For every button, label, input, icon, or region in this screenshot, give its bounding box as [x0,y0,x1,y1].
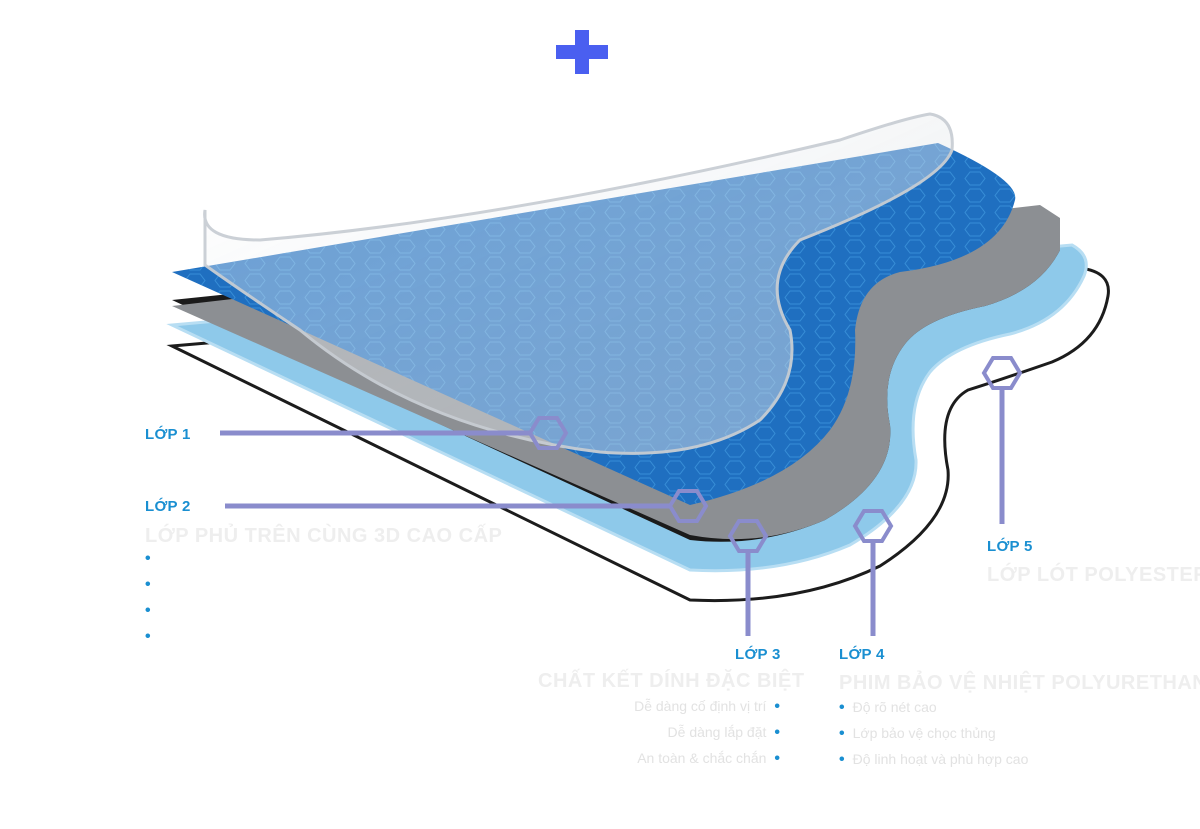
layer-3-title: CHẤT KẾT DÍNH ĐẶC BIỆT [538,670,805,692]
connector-layer-3 [727,519,769,636]
list-item: An toàn & chắc chắn• [637,750,780,767]
layer-3-label: LỚP 3 [735,646,781,663]
connector-layer-5 [981,356,1023,524]
layer-1-label: LỚP 1 [145,426,191,443]
hexagon-icon [667,489,709,523]
layer-2-label: LỚP 2 [145,498,191,515]
hexagon-icon [852,509,894,543]
layer-3-bullets: Dễ dàng cố định vị trí• Dễ dàng lắp đặt•… [634,693,780,771]
hexagon-icon [981,356,1023,390]
connector-layer-4 [852,509,894,636]
layer-4-bullets: •Độ rõ nét cao •Lớp bảo vệ chọc thủng •Đ… [839,694,1028,772]
hexagon-icon [727,519,769,553]
layer-5-title: LỚP LÓT POLYESTER [987,564,1200,586]
layer-1-bullets: • • • • [145,545,159,649]
top-protective-film [203,112,954,455]
list-item: • [145,550,151,567]
list-item: Dễ dàng cố định vị trí• [634,698,780,715]
layer-1-title: LỚP PHỦ TRÊN CÙNG 3D CAO CẤP [145,525,503,547]
list-item: • [145,576,151,593]
connector-layer-2 [225,489,709,523]
plus-icon [556,30,608,74]
list-item: Dễ dàng lắp đặt• [667,724,780,741]
list-item: •Lớp bảo vệ chọc thủng [839,725,996,742]
layer-4-title: PHIM BẢO VỆ NHIỆT POLYURETHANE [839,672,1200,694]
list-item: •Độ rõ nét cao [839,699,937,716]
layer-4-label: LỚP 4 [839,646,885,663]
list-item: •Độ linh hoạt và phù hợp cao [839,751,1029,768]
layer-5-label: LỚP 5 [987,538,1033,555]
list-item: • [145,628,151,645]
connector-layer-1 [220,416,569,450]
hexagon-icon [527,416,569,450]
list-item: • [145,602,151,619]
